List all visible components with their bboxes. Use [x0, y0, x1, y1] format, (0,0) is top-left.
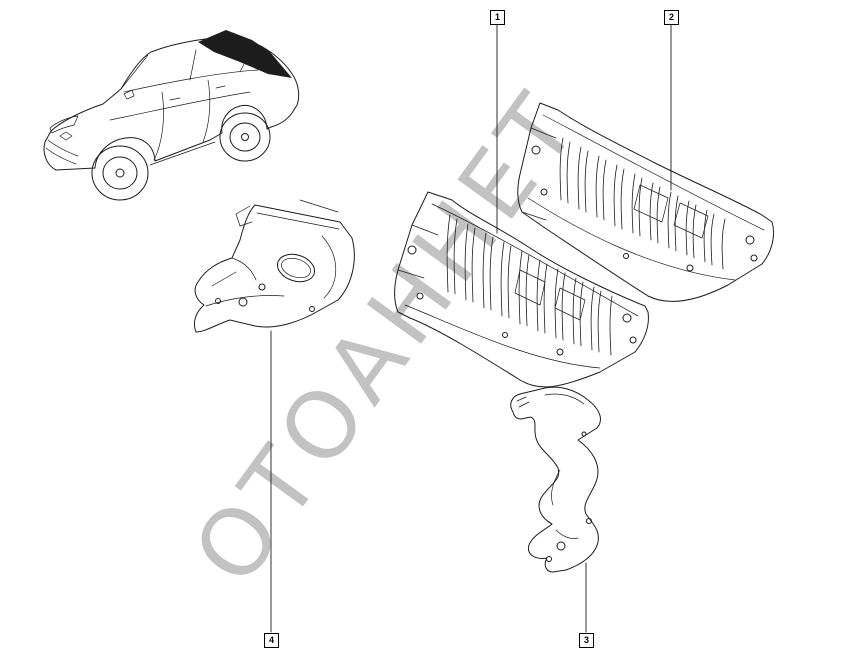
car-grille-lines: [45, 139, 79, 165]
car-door-lines: [109, 79, 251, 166]
part-2-corrugations: [559, 137, 726, 270]
car-brand-diamond-icon: [59, 131, 73, 141]
callout-4[interactable]: 4: [264, 633, 279, 648]
callout-3-label: 3: [583, 635, 589, 645]
part-3-lower-bracket[interactable]: [510, 386, 601, 573]
part-2-end-details: [521, 127, 557, 221]
part-2-bolt-holes: [531, 145, 758, 272]
car-front-wheel: [91, 145, 149, 201]
part-4-flange-line: [256, 212, 340, 230]
part-4-opening-outer: [276, 253, 316, 283]
part-2-outline: [517, 102, 775, 302]
callout-1-label: 1: [494, 12, 500, 22]
car-headlight: [49, 115, 79, 134]
vehicle-illustration: [43, 30, 300, 201]
part-4-outline: [193, 204, 355, 333]
callout-2[interactable]: 2: [664, 10, 679, 25]
part-3-bolt-holes: [546, 431, 592, 562]
car-body-outline: [43, 37, 300, 171]
part-4-wheelhouse-trim[interactable]: [193, 199, 355, 333]
car-glass-lines: [120, 47, 259, 93]
car-roof-dark-patch: [198, 30, 292, 78]
part-1-flange-line: [431, 203, 639, 317]
callout-1[interactable]: 1: [490, 10, 505, 25]
part-1-corrugations: [446, 214, 613, 356]
car-rear-wheel: [219, 112, 271, 162]
part-1-bottom-line: [404, 304, 601, 369]
part-4-creases: [205, 199, 339, 307]
part-1-rear-panel[interactable]: [394, 191, 649, 388]
part-2-recesses: [633, 184, 709, 239]
leader-lines: [270, 23, 672, 633]
part-2-flange-line: [542, 114, 765, 231]
part-4-bolt-holes: [215, 283, 315, 312]
part-2-bottom-line: [527, 197, 736, 281]
part-3-inner-lines: [516, 393, 585, 539]
car-mirror: [123, 89, 135, 100]
part-1-recesses: [514, 269, 586, 321]
part-1-bolt-holes: [407, 245, 637, 356]
callout-2-label: 2: [668, 12, 674, 22]
part-1-end-details: [397, 224, 439, 279]
part-2-rear-panel[interactable]: [517, 102, 775, 302]
part-4-opening-inner: [281, 257, 311, 279]
callout-4-label: 4: [268, 635, 274, 645]
part-3-outline: [510, 386, 601, 573]
part-4-arch-line: [321, 235, 337, 299]
part-1-outline: [394, 191, 649, 388]
callout-3[interactable]: 3: [579, 633, 594, 648]
